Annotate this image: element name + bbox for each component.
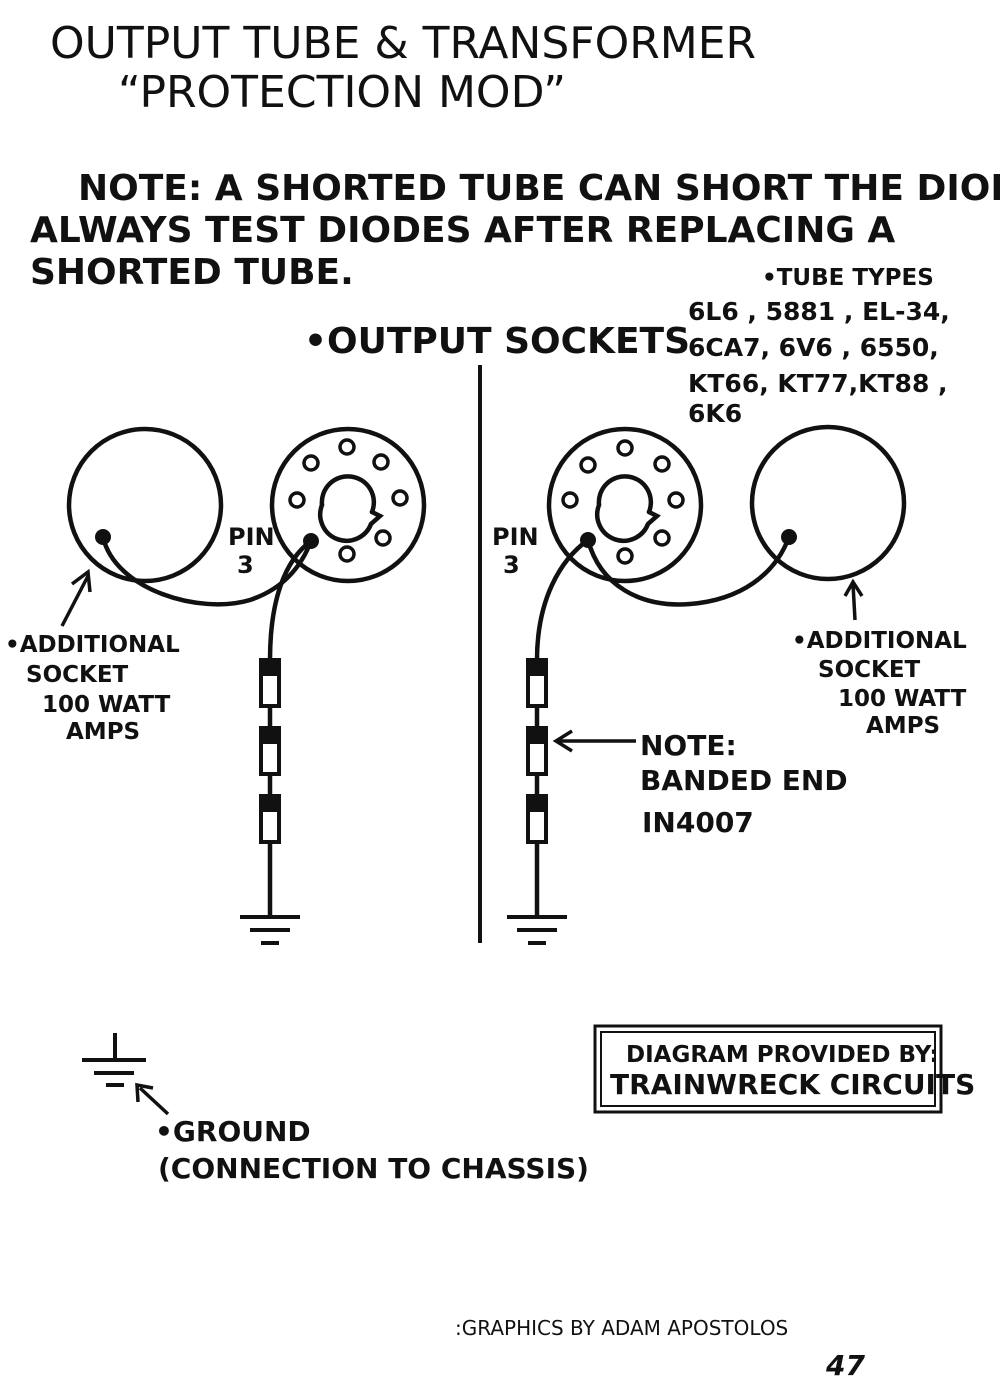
arrow-additional-left xyxy=(60,568,92,627)
additional-socket-left-line1: •ADDITIONAL xyxy=(5,632,180,658)
additional-socket-right xyxy=(749,424,907,582)
credit-box-line1: DIAGRAM PROVIDED BY: xyxy=(626,1042,939,1068)
octal-socket-left xyxy=(269,426,427,584)
output-sockets-label: •OUTPUT SOCKETS xyxy=(304,321,690,362)
tube-types-line2: 6CA7, 6V6 , 6550, xyxy=(688,333,939,362)
pin-label-right-number: 3 xyxy=(503,551,520,579)
left-circuit xyxy=(66,426,427,945)
diode-lead-right xyxy=(534,537,591,918)
ground-symbol-left xyxy=(240,915,300,945)
diode-note-line1: NOTE: xyxy=(640,729,737,762)
additional-socket-left-line2: SOCKET xyxy=(26,662,129,688)
note-line3: SHORTED TUBE. xyxy=(30,252,354,293)
jumper-wire-left xyxy=(100,534,314,607)
ground-legend-line1: •GROUND xyxy=(155,1115,311,1148)
arrow-diode-note xyxy=(552,729,636,753)
ground-symbol-right xyxy=(507,915,567,945)
diode-chain-left xyxy=(259,658,281,844)
page-number: 47 xyxy=(825,1349,865,1382)
ground-legend-line2: (CONNECTION TO CHASSIS) xyxy=(158,1152,589,1185)
note-line1: NOTE: A SHORTED TUBE CAN SHORT THE DIODE… xyxy=(78,168,1000,209)
additional-socket-left-line4: AMPS xyxy=(66,719,140,745)
octal-socket-right xyxy=(546,426,704,584)
diode-lead-left xyxy=(267,538,314,918)
tube-types-heading: •TUBE TYPES xyxy=(762,265,934,291)
tube-types-line1: 6L6 , 5881 , EL-34, xyxy=(688,297,950,326)
arrow-additional-right xyxy=(843,578,864,621)
diode-note-line3: IN4007 xyxy=(642,806,754,839)
additional-socket-right-line1: •ADDITIONAL xyxy=(792,628,967,654)
right-circuit xyxy=(507,424,907,945)
tube-types-line3: KT66, KT77,KT88 , xyxy=(688,369,948,398)
additional-socket-left-line3: 100 WATT xyxy=(42,692,171,718)
additional-socket-right-line4: AMPS xyxy=(866,713,940,739)
title-line2: “PROTECTION MOD” xyxy=(118,67,566,118)
pin-label-left-word: PIN xyxy=(228,523,275,551)
additional-socket-right-line2: SOCKET xyxy=(818,657,921,683)
note-line2: ALWAYS TEST DIODES AFTER REPLACING A xyxy=(30,210,895,251)
diode-note-line2: BANDED END xyxy=(640,764,848,797)
tube-types-line4: 6K6 xyxy=(688,399,742,428)
arrow-ground-legend xyxy=(135,1082,170,1116)
title-line1: OUTPUT TUBE & TRANSFORMER xyxy=(50,18,756,69)
additional-socket-left xyxy=(66,426,224,584)
pin-label-left-number: 3 xyxy=(237,551,254,579)
additional-socket-right-line3: 100 WATT xyxy=(838,686,967,712)
credit-box-line2: TRAINWRECK CIRCUITS xyxy=(610,1068,975,1101)
graphics-credit: :GRAPHICS BY ADAM APOSTOLOS xyxy=(455,1316,788,1340)
credit-box xyxy=(593,1024,943,1114)
diode-chain-right xyxy=(526,658,548,844)
ground-legend-symbol xyxy=(82,1033,146,1087)
jumper-wire-right xyxy=(585,534,792,607)
pin-label-right-word: PIN xyxy=(492,523,539,551)
